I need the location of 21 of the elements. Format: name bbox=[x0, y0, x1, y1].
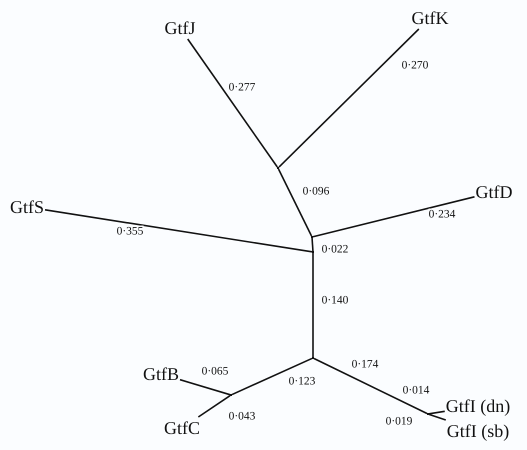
taxon-label: GtfB bbox=[142, 363, 180, 385]
taxon-label: GtfJ bbox=[164, 17, 196, 39]
tree-branch bbox=[180, 378, 230, 396]
tree-branch bbox=[312, 253, 314, 357]
tree-branch bbox=[278, 28, 420, 168]
tree-branch bbox=[278, 168, 312, 236]
tree-branch bbox=[232, 358, 312, 396]
taxon-label: GtfI (sb) bbox=[446, 420, 510, 442]
taxon-label: GtfD bbox=[474, 181, 514, 203]
tree-branch bbox=[198, 395, 230, 418]
tree-branch bbox=[44, 209, 312, 253]
taxon-label: GtfC bbox=[163, 417, 201, 439]
taxon-label: GtfI (dn) bbox=[444, 395, 512, 417]
taxon-label: GtfS bbox=[9, 196, 45, 218]
tree-branch bbox=[428, 410, 445, 415]
tree-branch bbox=[187, 38, 278, 168]
taxon-label: GtfK bbox=[410, 7, 450, 29]
tree-branch bbox=[428, 414, 446, 421]
tree-branch bbox=[314, 358, 428, 414]
tree-branch bbox=[312, 196, 475, 238]
tree-branch bbox=[311, 238, 314, 252]
